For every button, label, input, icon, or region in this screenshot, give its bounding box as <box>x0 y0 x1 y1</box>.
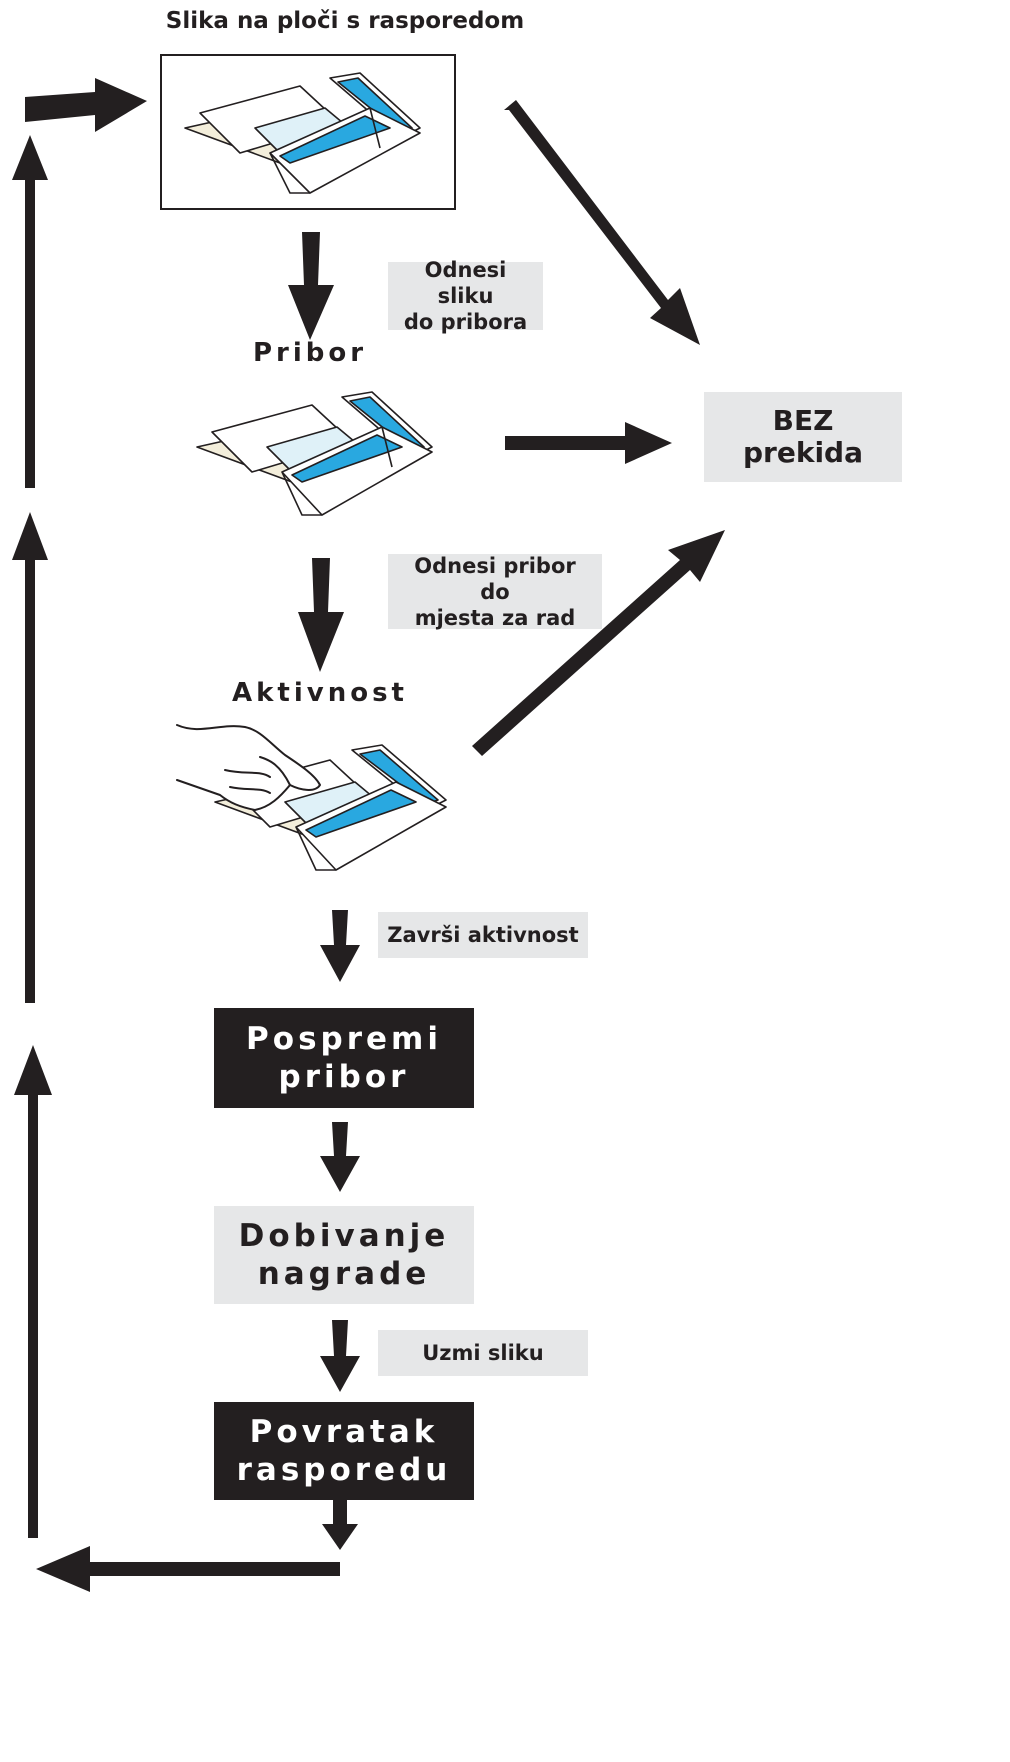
put-away-materials-box: Pospremi pribor <box>214 1008 474 1108</box>
loop-arrow-up-3 <box>14 1045 52 1538</box>
no-interruption-box: BEZ prekida <box>704 392 902 482</box>
page-title: Slika na ploči s rasporedom <box>165 8 525 34</box>
arrow-pribor-to-bez <box>505 422 672 464</box>
file-folder-icon <box>196 391 433 516</box>
arrow-down-5 <box>320 1320 360 1392</box>
loop-arrow-left-bottom <box>36 1546 340 1592</box>
note-take-materials: Odnesi pribor do mjesta za rad <box>388 554 602 630</box>
return-to-schedule-box: Povratak rasporedu <box>214 1402 474 1500</box>
hand-icon <box>176 724 321 811</box>
loop-arrow-up-1 <box>12 135 48 488</box>
loop-arrow-up-2 <box>12 512 48 1003</box>
arrow-down-4 <box>320 1122 360 1192</box>
note-take-image: Odnesi sliku do pribora <box>388 258 543 334</box>
note-finish-activity: Završi aktivnost <box>378 912 588 958</box>
arrow-down-1 <box>288 232 334 340</box>
arrow-into-image <box>25 78 147 132</box>
arrow-down-6 <box>322 1500 358 1550</box>
step-heading-pribor: Pribor <box>252 338 368 368</box>
file-folder-icon <box>184 72 421 194</box>
arrow-down-3 <box>320 910 360 982</box>
arrow-down-2 <box>298 558 344 672</box>
arrow-aktivnost-to-bez <box>472 530 725 756</box>
receive-reward-box: Dobivanje nagrade <box>214 1206 474 1304</box>
step-heading-aktivnost: Aktivnost <box>232 678 408 708</box>
note-take-picture: Uzmi sliku <box>378 1330 588 1376</box>
arrow-image-to-bez <box>504 100 700 345</box>
